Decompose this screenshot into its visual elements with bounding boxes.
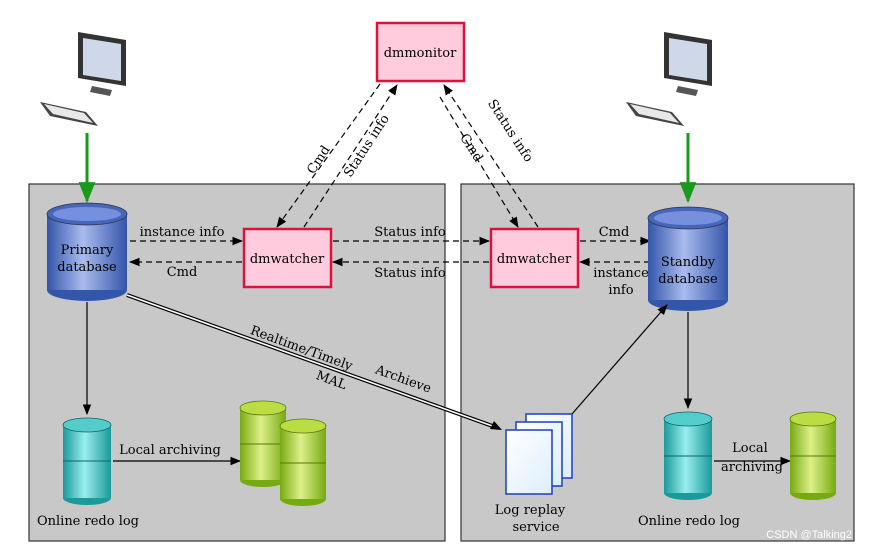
- primary-db-label-1: Primary: [61, 243, 114, 258]
- computer-icon: [40, 32, 126, 126]
- watchers-status-bottom-label: Status info: [374, 266, 446, 281]
- log-replay-label-2: service: [512, 520, 559, 535]
- log-replay-service-icon: [505, 413, 573, 495]
- primary-local-archiving-label: Local archiving: [119, 443, 221, 458]
- left-to-monitor-status-arrow: [303, 84, 398, 228]
- right-to-monitor-status-arrow: [443, 84, 539, 228]
- dmwatcher-left-box: [242, 227, 333, 289]
- log-replay-label-1: Log replay: [495, 503, 566, 518]
- monitor-right-cmd-label: Cmd: [456, 131, 485, 165]
- standby-db-label-1: Standby: [661, 255, 716, 270]
- watermark-text: CSDN @Talking2: [766, 529, 852, 541]
- right-instance-info-label-1: instance: [593, 266, 649, 281]
- dmwatcher-right-box: [489, 227, 580, 289]
- dmwatcher-left-label: dmwatcher: [250, 252, 325, 267]
- primary-archive-cylinder-back: [239, 400, 287, 487]
- primary-online-redo-log-label: Online redo log: [37, 514, 139, 529]
- primary-database-cylinder: [46, 202, 128, 301]
- standby-local-archiving-label-2: archiving: [721, 460, 783, 475]
- primary-online-redo-log-cylinder: [62, 417, 112, 505]
- standby-db-label-2: database: [658, 272, 718, 287]
- standby-local-archiving-label-1: Local: [732, 441, 768, 456]
- monitor-to-right-cmd-arrow: [439, 96, 519, 228]
- standby-archive-cylinder: [789, 411, 837, 500]
- right-instance-info-label-2: info: [608, 283, 633, 298]
- dmmonitor-label: dmmonitor: [384, 46, 457, 61]
- realtime-archive-link-inner: [126, 294, 499, 429]
- dmmonitor-box: [375, 21, 466, 83]
- realtime-archive-arrowhead: [490, 421, 502, 430]
- computer-icon: [626, 32, 712, 126]
- standby-online-redo-log-label: Online redo log: [638, 514, 740, 529]
- monitor-left-status-label: Status info: [341, 112, 393, 180]
- monitor-left-cmd-label: Cmd: [304, 143, 333, 177]
- standby-database-cylinder: [647, 206, 729, 311]
- left-cmd-label: Cmd: [167, 265, 198, 280]
- left-instance-info-label: instance info: [140, 225, 225, 240]
- log-replay-to-standby-arrow: [571, 304, 668, 415]
- standby-online-redo-log-cylinder: [663, 411, 713, 500]
- watchers-status-top-label: Status info: [374, 225, 446, 240]
- primary-db-label-2: database: [57, 260, 117, 275]
- right-cmd-label: Cmd: [599, 225, 630, 240]
- dmwatcher-right-label: dmwatcher: [497, 252, 572, 267]
- primary-archive-cylinder-front: [279, 418, 327, 506]
- monitor-right-status-label: Status info: [484, 97, 536, 165]
